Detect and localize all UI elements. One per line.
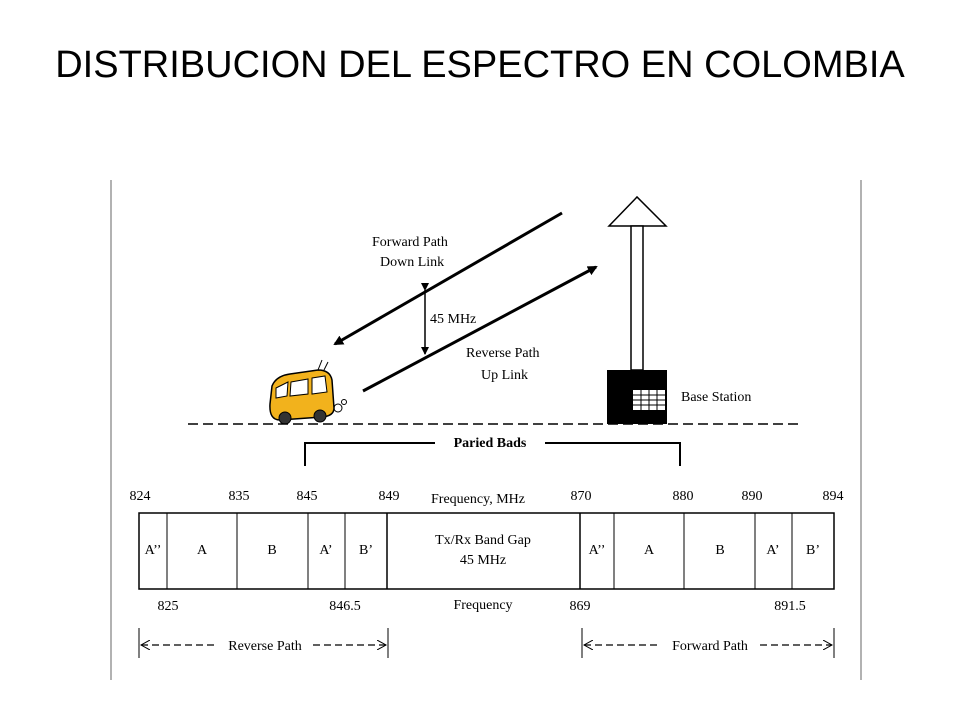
forward-path-range: [581, 628, 835, 658]
band-gap-label-1: Tx/Rx Band Gap: [435, 533, 531, 548]
segment-a-forward: A: [644, 543, 655, 558]
freq-845: 845: [297, 489, 318, 504]
freq-890: 890: [742, 489, 763, 504]
forward-path-label-1: Forward Path: [372, 235, 448, 250]
forward-path-label-2: Down Link: [380, 255, 444, 270]
reverse-path-arrow: [362, 265, 598, 393]
segment-a-reverse: A: [197, 543, 208, 558]
segment-a1-reverse: A’: [319, 543, 332, 558]
freq-846-5: 846.5: [329, 599, 361, 614]
paired-bands-label-bg: [435, 432, 545, 452]
slide-title: DISTRIBUCION DEL ESPECTRO EN COLOMBIA: [55, 44, 905, 86]
paired-bands-label: Paried Bads: [454, 436, 527, 451]
freq-835: 835: [229, 489, 250, 504]
antenna-tower-icon: [607, 195, 668, 371]
forward-path-arrow: [333, 211, 563, 346]
forward-path-range-label: Forward Path: [672, 639, 748, 654]
freq-894: 894: [823, 489, 844, 504]
segment-b-forward: B: [715, 543, 724, 558]
base-station-label: Base Station: [681, 390, 751, 405]
reverse-path-range-label: Reverse Path: [228, 639, 301, 654]
frequency-header: Frequency, MHz: [431, 492, 525, 507]
segment-a1-forward: A’: [766, 543, 779, 558]
reverse-path-range: [138, 628, 389, 658]
segment-a2-reverse: A’’: [145, 543, 162, 558]
segment-b-reverse: B: [267, 543, 276, 558]
freq-849: 849: [379, 489, 400, 504]
base-station-icon: [607, 370, 667, 424]
segment-b1-forward: B’: [806, 543, 820, 558]
segment-b1-reverse: B’: [359, 543, 373, 558]
freq-891-5: 891.5: [774, 599, 806, 614]
freq-824: 824: [130, 489, 151, 504]
band-gap-label-2: 45 MHz: [460, 553, 506, 568]
spectrum-bar: [138, 512, 835, 590]
freq-870: 870: [571, 489, 592, 504]
freq-880: 880: [673, 489, 694, 504]
freq-869: 869: [570, 599, 591, 614]
vehicle-icon: [269, 359, 347, 425]
reverse-path-label-1: Reverse Path: [466, 346, 539, 361]
reverse-path-label-2: Up Link: [481, 368, 528, 383]
frequency-footer: Frequency: [453, 598, 512, 613]
segment-a2-forward: A’’: [589, 543, 606, 558]
separation-label: 45 MHz: [430, 312, 476, 327]
freq-825: 825: [158, 599, 179, 614]
